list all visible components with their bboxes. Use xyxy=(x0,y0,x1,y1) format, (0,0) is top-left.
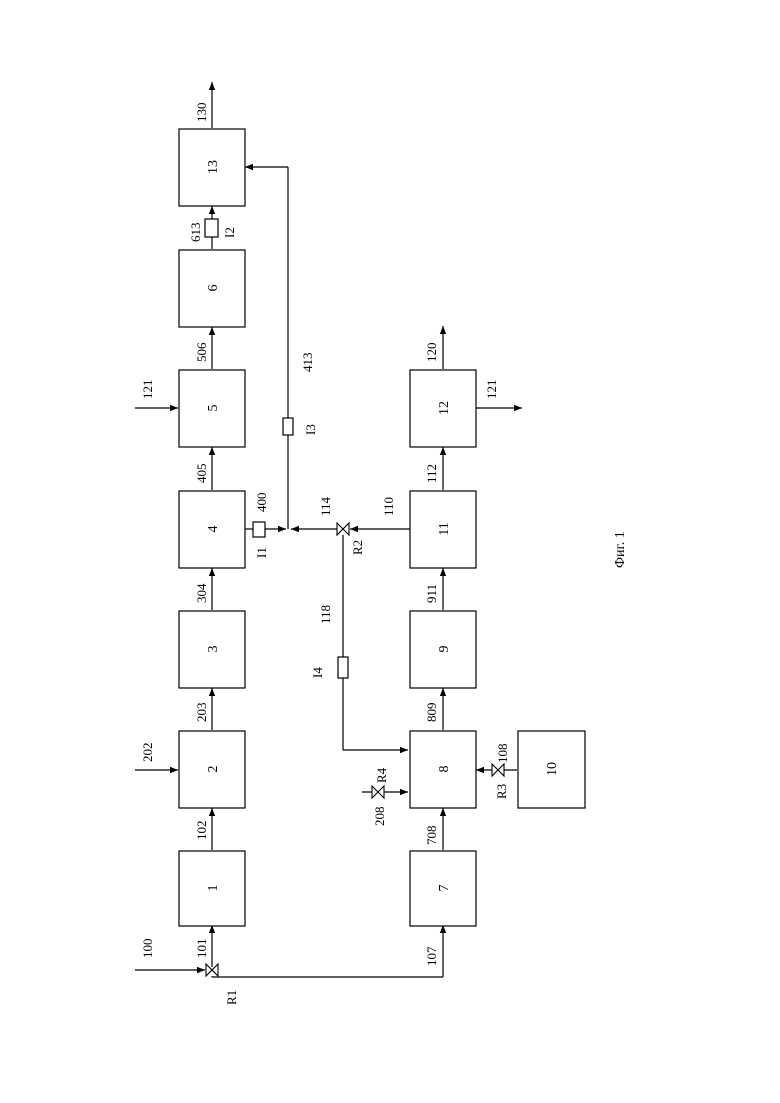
stream-label-121-top: 121 xyxy=(140,380,155,400)
stream-label-112: 112 xyxy=(424,464,439,483)
instrument-i2 xyxy=(205,219,218,237)
stream-label-911: 911 xyxy=(424,584,439,603)
stream-label-120: 120 xyxy=(424,343,439,363)
stream-label-304: 304 xyxy=(194,583,209,603)
instrument-label-i3: I3 xyxy=(303,424,318,435)
stream-label-121-right: 121 xyxy=(484,380,499,400)
stream-label-708: 708 xyxy=(424,826,439,846)
instrument-i1 xyxy=(253,522,265,537)
stream-label-506: 506 xyxy=(194,342,209,362)
stream-label-107: 107 xyxy=(424,946,439,966)
block-10-label: 10 xyxy=(545,762,560,776)
block-5-label: 5 xyxy=(206,405,221,412)
block-3-label: 3 xyxy=(206,646,221,653)
stream-label-130: 130 xyxy=(194,103,209,123)
block-6-label: 6 xyxy=(206,285,221,292)
valve-label-r4: R4 xyxy=(374,767,389,783)
block-4-label: 4 xyxy=(206,526,221,533)
block-9-label: 9 xyxy=(437,646,452,653)
valve-label-r3: R3 xyxy=(494,784,509,799)
stream-label-202: 202 xyxy=(140,743,155,763)
stream-label-110: 110 xyxy=(381,497,396,516)
stream-label-405: 405 xyxy=(194,464,209,484)
block-12-label: 12 xyxy=(437,401,452,415)
stream-label-400: 400 xyxy=(254,493,269,513)
instrument-label-i1: I1 xyxy=(254,547,269,558)
stream-label-203: 203 xyxy=(194,703,209,723)
instrument-i4 xyxy=(338,657,348,678)
valve-r3-icon xyxy=(492,764,504,776)
figure-caption: Фиг. 1 xyxy=(613,531,628,568)
stream-label-101: 101 xyxy=(194,939,209,959)
block-13-label: 13 xyxy=(206,160,221,174)
block-11-label: 11 xyxy=(437,522,452,535)
valve-label-r2: R2 xyxy=(350,540,365,555)
instrument-i3 xyxy=(283,418,293,435)
process-blocks: 1 2 3 4 5 6 13 7 8 9 11 12 10 xyxy=(179,129,585,926)
block-1-label: 1 xyxy=(206,885,221,892)
stream-label-809: 809 xyxy=(424,703,439,723)
instrument-label-i2: I2 xyxy=(222,227,237,238)
block-2-label: 2 xyxy=(206,766,221,773)
stream-label-108: 108 xyxy=(495,744,510,764)
stream-label-102: 102 xyxy=(194,821,209,841)
valve-r2-icon xyxy=(337,523,349,535)
block-7-label: 7 xyxy=(437,885,452,892)
stream-label-100: 100 xyxy=(140,939,155,959)
instrument-label-i4: I4 xyxy=(310,667,325,678)
valve-r4-icon xyxy=(372,786,384,798)
block-8-label: 8 xyxy=(437,766,452,773)
stream-label-208: 208 xyxy=(372,807,387,827)
stream-label-413: 413 xyxy=(300,353,315,373)
valve-label-r1: R1 xyxy=(224,990,239,1005)
stream-label-114: 114 xyxy=(318,496,333,516)
stream-label-613: 613 xyxy=(188,223,203,243)
stream-label-118: 118 xyxy=(318,605,333,624)
